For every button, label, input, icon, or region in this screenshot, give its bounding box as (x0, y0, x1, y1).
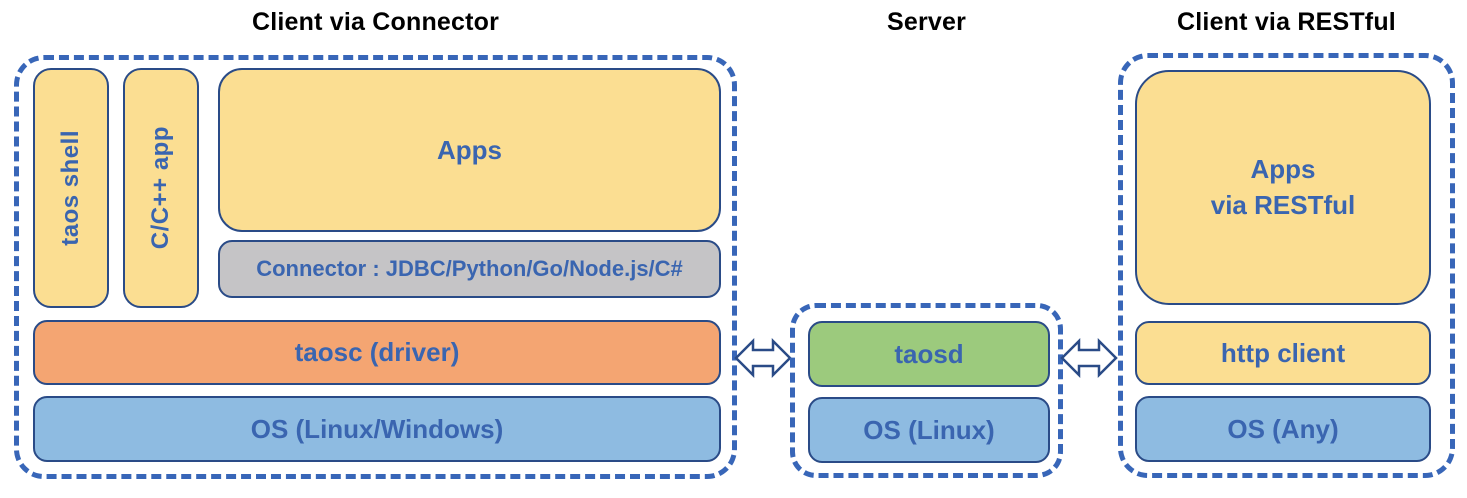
connector-label: Connector : JDBC/Python/Go/Node.js/C# (256, 256, 683, 281)
apps-label: Apps (437, 134, 502, 165)
section-title-client-connector: Client via Connector (251, 8, 500, 36)
double-arrow-icon (734, 336, 792, 380)
box-apps: Apps (218, 68, 721, 232)
http-client-label: http client (1220, 337, 1346, 368)
taos-shell-label: taos shell (57, 130, 84, 246)
section-client-restful (1118, 53, 1455, 478)
section-title-client-restful: Client via RESTful (1177, 8, 1396, 36)
apps-via-restful-line1: Apps (1250, 154, 1316, 185)
box-taos-shell: taos shell (33, 68, 109, 308)
os-linux-windows-label: OS (Linux/Windows) (250, 413, 504, 444)
box-os-any: OS (Any) (1135, 396, 1431, 462)
section-client-connector (14, 55, 737, 479)
apps-via-restful-label: Apps via RESTful (1211, 152, 1355, 222)
box-taosd: taosd (808, 321, 1050, 387)
section-server (790, 303, 1063, 478)
box-os-linux-windows: OS (Linux/Windows) (33, 396, 721, 462)
cpp-app-label: C/C++ app (147, 126, 174, 250)
os-any-label: OS (Any) (1227, 413, 1339, 444)
box-cpp-app: C/C++ app (123, 68, 199, 308)
box-apps-via-restful: Apps via RESTful (1135, 70, 1431, 305)
box-http-client: http client (1135, 321, 1431, 385)
box-connector: Connector : JDBC/Python/Go/Node.js/C# (218, 240, 721, 298)
os-linux-label: OS (Linux) (863, 414, 995, 445)
taosc-driver-label: taosc (driver) (294, 337, 460, 367)
double-arrow-icon (1060, 336, 1118, 380)
box-os-linux: OS (Linux) (808, 397, 1050, 463)
box-taosc-driver: taosc (driver) (33, 320, 721, 385)
apps-via-restful-line2: via RESTful (1210, 189, 1356, 220)
taosd-label: taosd (894, 338, 964, 369)
section-title-server: Server (886, 8, 967, 36)
